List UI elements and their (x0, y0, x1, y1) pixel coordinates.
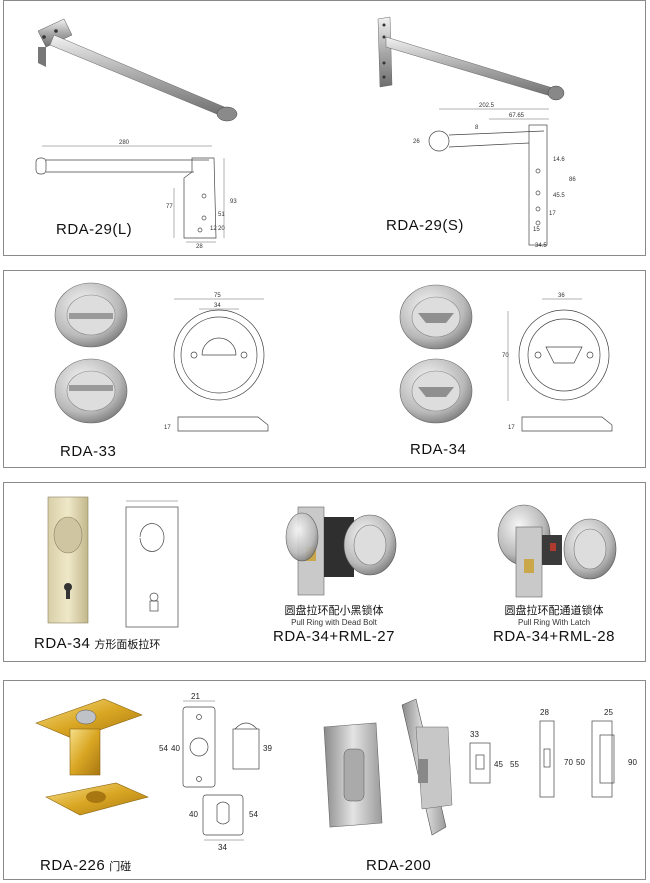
dim-200-33: 33 (470, 730, 479, 739)
caption-model: RDA-34+RML-27 (273, 628, 395, 645)
caption-model: RDA-34+RML-28 (493, 628, 615, 645)
rda-226-images (35, 698, 149, 816)
door-closer-arm-s-image (377, 16, 565, 101)
rda-33-images (54, 282, 128, 424)
caption-cn: 圆盘拉环配通道锁体 (504, 605, 604, 617)
dim-200-70: 70 (564, 758, 573, 767)
model-label-rda-29-l: RDA-29(L) (56, 221, 133, 238)
dim-s-202-5: 202.5 (479, 103, 495, 109)
dim-s-8: 8 (475, 125, 479, 131)
model-code: RDA-34 (34, 635, 91, 652)
dim-s-15: 15 (533, 227, 540, 233)
dim-s-34-5: 34.5 (535, 243, 547, 249)
rda-226-drawing: 21 54 40 39 40 54 (159, 692, 272, 836)
model-label-rda-200: RDA-200 (366, 857, 432, 874)
dim-226-40: 40 (171, 744, 180, 753)
caption-en: Pull Ring With Latch (517, 618, 591, 627)
dim-s-14-6: 14.6 (553, 157, 565, 163)
dim-l-280: 280 (119, 140, 130, 146)
panel-rda-29: 280 77 93 51 20 12 28 RDA-29(L) 202.5 67… (3, 0, 646, 256)
dim-200-50: 50 (576, 758, 585, 767)
dim-l-28: 28 (196, 244, 203, 250)
caption-en: Pull Ring with Dead Bolt (291, 618, 377, 627)
dim-226-34: 34 (218, 843, 227, 852)
dim-34-70: 70 (502, 353, 509, 359)
caption-pull-ring-latch: 圆盘拉环配通道锁体 Pull Ring With Latch RDA-34+RM… (474, 605, 634, 646)
rda-34-images (399, 284, 473, 424)
rda-226-drawing-bottom: 34 (204, 839, 244, 852)
dim-33-17: 17 (164, 425, 171, 431)
dim-l-20: 20 (218, 226, 225, 232)
rda-34-drawing: 36 70 17 (502, 293, 613, 432)
dim-s-17: 17 (549, 211, 556, 217)
square-plate-pull-ring-image (47, 496, 89, 624)
dim-l-12: 12 (210, 226, 217, 232)
dim-l-93: 93 (230, 199, 237, 205)
rda-29-l-drawing: 280 77 93 51 20 12 28 (35, 140, 237, 250)
dim-s-67-65: 67.65 (509, 113, 525, 119)
model-cn-name: 方形面板拉环 (94, 639, 161, 651)
rda-200-image (323, 698, 453, 836)
dim-200-25: 25 (604, 708, 613, 717)
dim-200-28: 28 (540, 708, 549, 717)
panel-rda-33-34: 75 34 17 RDA-33 36 70 17 RDA-34 (3, 270, 646, 468)
dim-34-17: 17 (508, 425, 515, 431)
dim-200-55: 55 (510, 760, 519, 769)
dim-33-75: 75 (214, 293, 221, 299)
model-label-rda-34: RDA-34 (410, 441, 467, 458)
dim-l-51: 51 (218, 212, 225, 218)
pull-ring-latch-image (497, 504, 617, 598)
model-label-rda-33: RDA-33 (60, 443, 117, 460)
dim-200-90: 90 (628, 758, 637, 767)
dim-34-36: 36 (558, 293, 565, 299)
dim-s-26: 26 (413, 139, 420, 145)
dim-s-86: 86 (569, 177, 576, 183)
dim-226-54b: 54 (249, 810, 258, 819)
pull-ring-dead-bolt-image (285, 506, 397, 596)
dim-226-40b: 40 (189, 810, 198, 819)
rda-29-s-drawing: 202.5 67.65 26 8 14.6 86 45.5 17 15 34.5 (413, 103, 576, 249)
dim-226-39: 39 (263, 744, 272, 753)
model-label-rda-29-s: RDA-29(S) (386, 217, 464, 234)
rda-200-drawing: 33 45 55 28 70 50 25 90 (469, 708, 637, 798)
model-cn-name: 门碰 (109, 861, 132, 873)
rda-33-drawing: 75 34 17 (164, 293, 269, 432)
caption-cn: 圆盘拉环配小黑锁体 (284, 605, 384, 617)
dim-226-54: 54 (159, 744, 168, 753)
square-plate-drawing (125, 500, 179, 628)
dim-33-34: 34 (214, 303, 221, 309)
door-closer-arm-l-image (37, 18, 238, 122)
dim-226-21: 21 (191, 692, 200, 701)
dim-l-77: 77 (166, 204, 173, 210)
model-code: RDA-226 (40, 857, 106, 874)
caption-pull-ring-dead-bolt: 圆盘拉环配小黑锁体 Pull Ring with Dead Bolt RDA-3… (254, 605, 414, 646)
dim-200-45: 45 (494, 760, 503, 769)
dim-s-45-5: 45.5 (553, 193, 565, 199)
